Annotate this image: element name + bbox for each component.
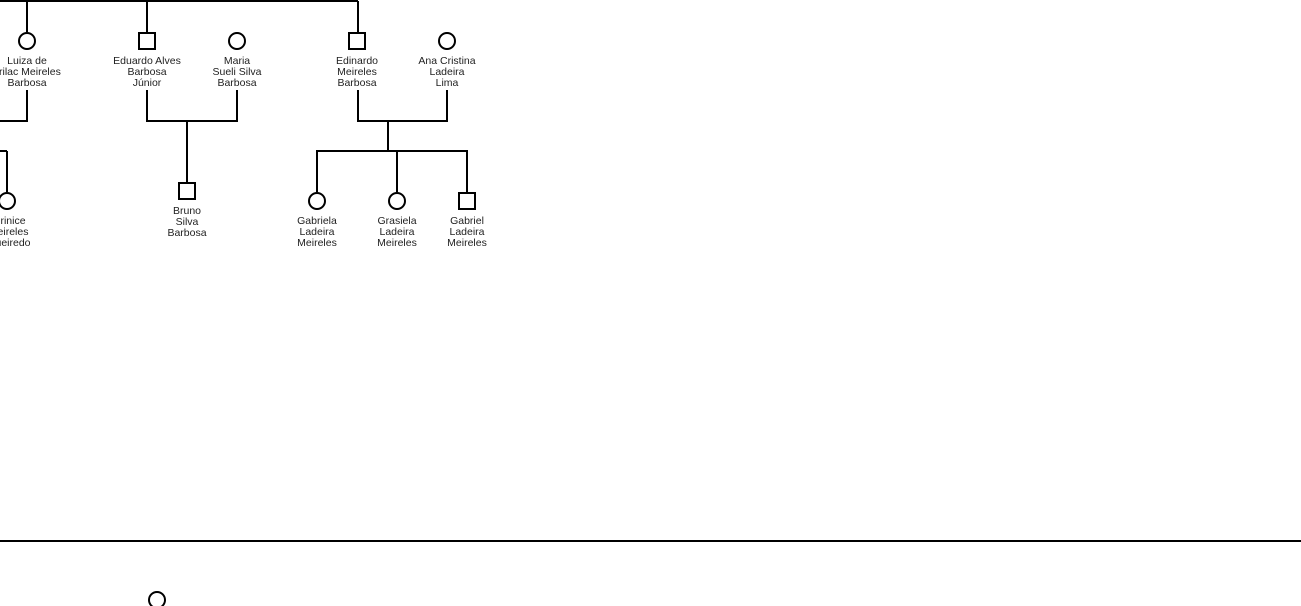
person-name-line: arilac Meireles [0,66,61,78]
person-name-line: Barbosa [167,227,206,239]
person-name-line: Grasiela [377,215,416,227]
person-name-line: Gabriela [297,215,337,227]
family-connectors [0,0,468,192]
person-name-line: Edinardo [336,55,378,67]
female-symbol [438,32,456,50]
person-name-line: eireles [0,226,28,238]
person-name-line: Ana Cristina [418,55,475,67]
female-symbol [228,32,246,50]
male-symbol [138,32,156,50]
person-name-line: Ladeira [429,66,464,78]
person-name-line: Eduardo Alves [113,55,181,67]
person-name-line: Silva [176,216,199,228]
female-symbol [148,591,166,606]
person-name-line: Ladeira [379,226,414,238]
person-name-line: Meireles [447,237,487,249]
person-name-line: ueiredo [0,237,31,249]
female-symbol [0,192,16,210]
male-symbol [178,182,196,200]
person-name-line: Ladeira [449,226,484,238]
person-name-line: Gabriel [450,215,484,227]
person-name-line: Barbosa [217,77,256,89]
person-name-line: Sueli Silva [212,66,261,78]
female-symbol [308,192,326,210]
male-symbol [458,192,476,210]
person-name-line: Barbosa [127,66,166,78]
person-name-line: Ladeira [299,226,334,238]
person-name-line: Maria [224,55,250,67]
person-name-line: Lima [436,77,459,89]
person-name-line: Bruno [173,205,201,217]
female-symbol [18,32,36,50]
person-name-line: Meireles [337,66,377,78]
person-name-line: Luiza de [7,55,47,67]
person-name-line: Meireles [297,237,337,249]
person-bottom [148,591,166,606]
male-symbol [348,32,366,50]
person-name-line: Barbosa [7,77,46,89]
person-name-line: Júnior [133,77,162,89]
person-name-line: rinice [0,215,25,227]
person-name-line: Meireles [377,237,417,249]
person-marinice: riniceeirelesueiredo [0,192,31,249]
person-name-line: Barbosa [337,77,376,89]
female-symbol [388,192,406,210]
